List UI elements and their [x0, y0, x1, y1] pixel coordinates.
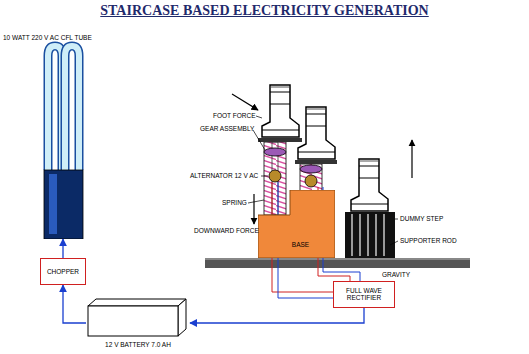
base-shape: [258, 190, 335, 258]
cfl-tube: 10 WATT 220 V AC CFL TUBE: [3, 34, 103, 239]
alternator: [305, 175, 317, 187]
part-label: DOWNWARD FORCE: [194, 227, 259, 234]
boot: [262, 85, 299, 137]
supporter-rod: [352, 214, 384, 256]
lamp-base-shine: [49, 174, 57, 234]
boot: [298, 107, 335, 159]
wire-connector: [62, 239, 63, 258]
lamp-base: [44, 170, 83, 239]
part-label: ALTERNATOR 12 V AC: [190, 172, 258, 179]
battery-side: [178, 299, 186, 336]
step-plate: [295, 160, 337, 164]
part-label: SPRING: [222, 199, 247, 206]
tube: [65, 46, 79, 170]
part-label: SUPPORTER ROD: [400, 237, 457, 244]
chopper-box: CHOPPER: [40, 258, 86, 285]
base-block: BASE: [258, 190, 335, 258]
node-text: FULL WAVE RECTIFIER: [337, 287, 391, 302]
node-text: CHOPPER: [47, 268, 79, 275]
step-plate: [258, 138, 302, 142]
foot-force-arrow: [232, 94, 258, 110]
tube: [48, 46, 62, 170]
part-label: FOOT FORCE: [213, 112, 256, 119]
alternator: [269, 170, 281, 182]
title: STAIRCASE BASED ELECTRICITY GENERATION: [0, 3, 529, 19]
battery: 12 V BATTERY 7.0 AH: [86, 298, 190, 348]
gear-assembly: [264, 148, 286, 156]
downward-force-arrow: [253, 194, 254, 224]
part-label: DUMMY STEP: [400, 215, 443, 222]
battery-top: [88, 299, 186, 306]
base-outline: [258, 190, 335, 258]
floor-top: [205, 258, 470, 260]
node-text: 12 V BATTERY 7.0 AH: [105, 341, 171, 348]
gear-assembly: [300, 165, 322, 173]
upward-arrow: [411, 140, 412, 178]
dummy-step: [345, 212, 395, 258]
tube: [65, 46, 79, 170]
spring: [300, 164, 322, 191]
part-label: GRAVITY: [382, 271, 410, 278]
spring: [264, 142, 286, 215]
node-text: BASE: [292, 241, 309, 248]
wire-connector: [63, 285, 86, 323]
rectifier-box: FULL WAVE RECTIFIER: [333, 281, 395, 308]
tube: [48, 46, 62, 170]
cfl-outline: [3, 34, 103, 239]
floor-slab: [205, 258, 470, 268]
battery-front: [88, 306, 178, 336]
boot: [351, 159, 388, 211]
wire-connector: [190, 308, 364, 323]
part-label: GEAR ASSEMBLY: [200, 125, 254, 132]
node-text: 10 WATT 220 V AC CFL TUBE: [3, 34, 103, 41]
battery-outline: [86, 298, 190, 348]
